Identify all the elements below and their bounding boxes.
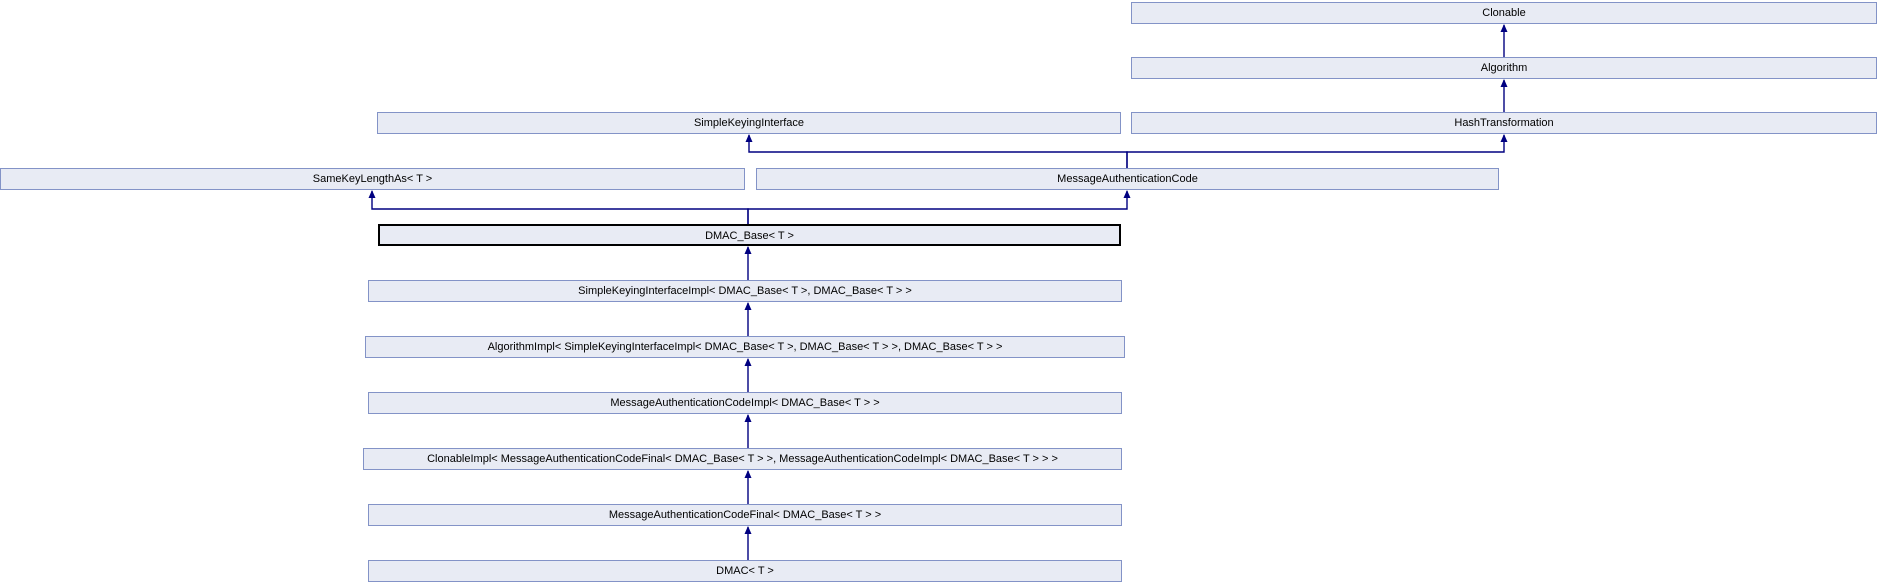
class-node-simple-keying-interface-impl[interactable]: SimpleKeyingInterfaceImpl< DMAC_Base< T … (368, 280, 1122, 302)
arrowhead-icon (744, 414, 752, 422)
arrowhead-icon (368, 190, 376, 198)
class-node-hash-transformation[interactable]: HashTransformation (1131, 112, 1877, 134)
arrowhead-icon (1123, 190, 1131, 198)
inheritance-edge-message-authentication-code-to-hash-transformation (1126, 135, 1505, 168)
class-node-message-authentication-code[interactable]: MessageAuthenticationCode (756, 168, 1499, 190)
class-node-clonable[interactable]: Clonable (1131, 2, 1877, 24)
class-node-message-authentication-code-final[interactable]: MessageAuthenticationCodeFinal< DMAC_Bas… (368, 504, 1122, 526)
class-node-message-authentication-code-impl[interactable]: MessageAuthenticationCodeImpl< DMAC_Base… (368, 392, 1122, 414)
class-node-dmac-base: DMAC_Base< T > (378, 224, 1121, 246)
inheritance-edge-dmac-base-to-message-authentication-code (747, 191, 1128, 224)
class-node-simple-keying-interface[interactable]: SimpleKeyingInterface (377, 112, 1121, 134)
arrowhead-icon (745, 134, 753, 142)
inheritance-edge-message-authentication-code-to-simple-keying-interface (748, 135, 1128, 168)
arrowhead-icon (1500, 134, 1508, 142)
inheritance-edge-dmac-base-to-same-key-length-as (371, 191, 749, 224)
class-node-clonable-impl[interactable]: ClonableImpl< MessageAuthenticationCodeF… (363, 448, 1122, 470)
arrowhead-icon (1500, 24, 1508, 32)
arrowhead-icon (744, 246, 752, 254)
arrowhead-icon (744, 358, 752, 366)
class-node-algorithm-impl[interactable]: AlgorithmImpl< SimpleKeyingInterfaceImpl… (365, 336, 1125, 358)
class-node-same-key-length-as[interactable]: SameKeyLengthAs< T > (0, 168, 745, 190)
class-node-dmac[interactable]: DMAC< T > (368, 560, 1122, 582)
arrowhead-icon (1500, 79, 1508, 87)
arrowhead-icon (744, 302, 752, 310)
arrowhead-icon (744, 526, 752, 534)
arrowhead-icon (744, 470, 752, 478)
class-node-algorithm[interactable]: Algorithm (1131, 57, 1877, 79)
